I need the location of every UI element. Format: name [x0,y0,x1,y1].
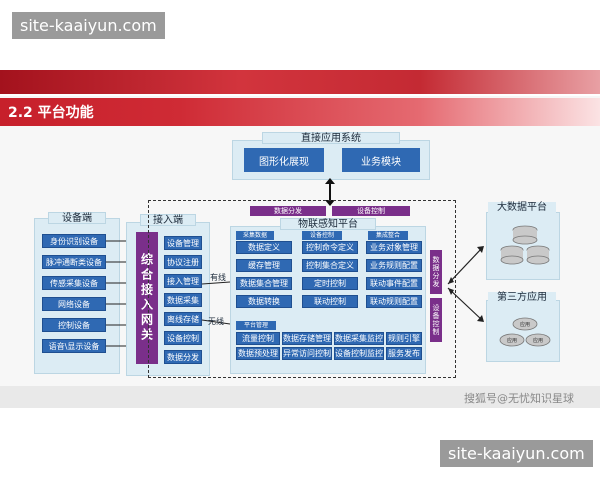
external-link-arrows-icon [447,246,484,322]
group1-item-3[interactable]: 数据转换 [236,295,292,308]
up-down-arrow-icon [325,178,335,206]
app-nodes-icon: 应用 应用 应用 [499,317,551,347]
wired-label: 有线 [210,273,226,282]
link-lines [201,281,231,325]
tab-data-dist-side[interactable]: 数据分发 [430,250,442,294]
access-item-data-collect[interactable]: 数据采集 [164,293,202,307]
group3-item-3[interactable]: 联动规则配置 [366,295,422,308]
mgmt-row2-2[interactable]: 设备控制监控 [334,347,384,360]
platform-mgmt-label: 平台管理 [236,321,276,330]
group3-item-1[interactable]: 业务规则配置 [366,259,422,272]
business-module-button[interactable]: 业务模块 [342,148,420,172]
watermark-bottom: site-kaaiyun.com [440,440,593,467]
wireless-label: 无线 [208,317,224,326]
third-party-title: 第三方应用 [488,292,556,304]
slide-footer-strip [0,386,600,408]
app-node-label: 应用 [520,321,530,328]
device-item-identity[interactable]: 身份识别设备 [42,234,106,248]
group3-item-2[interactable]: 联动事件配置 [366,277,422,290]
group1-item-2[interactable]: 数据集合管理 [236,277,292,290]
mgmt-row1-3[interactable]: 规则引擎 [386,332,422,345]
app-system-title: 直接应用系统 [262,132,400,144]
access-end-title: 接入端 [140,214,196,226]
device-item-control[interactable]: 控制设备 [42,318,106,332]
mgmt-row2-3[interactable]: 服务发布 [386,347,422,360]
section-title: 2.2 平台功能 [8,105,94,121]
group2-item-1[interactable]: 控制集合定义 [302,259,358,272]
database-icon [500,225,550,265]
tab-device-control-side[interactable]: 设备控制 [430,298,442,342]
access-item-device-mgmt[interactable]: 设备管理 [164,236,202,250]
header-band [0,70,600,94]
device-item-network[interactable]: 网络设备 [42,297,106,311]
app-node-label: 应用 [533,337,543,344]
mgmt-row1-0[interactable]: 流量控制 [236,332,280,345]
mgmt-row2-0[interactable]: 数据预处理 [236,347,280,360]
tab-data-dist-top[interactable]: 数据分发 [250,206,326,216]
device-item-pulse[interactable]: 脉冲通断类设备 [42,255,106,269]
device-end-title: 设备端 [48,212,106,224]
group2-item-0[interactable]: 控制命令定义 [302,241,358,254]
device-item-voice-display[interactable]: 语音\显示设备 [42,339,106,353]
access-item-protocol[interactable]: 协议注册 [164,255,202,269]
group-label-integration: 集成整合 [368,231,408,240]
group1-item-1[interactable]: 缓存管理 [236,259,292,272]
access-item-offline-store[interactable]: 离线存储 [164,312,202,326]
mgmt-row2-1[interactable]: 异常访问控制 [282,347,332,360]
access-item-access-mgmt[interactable]: 接入管理 [164,274,202,288]
access-item-data-dist[interactable]: 数据分发 [164,350,202,364]
group2-item-3[interactable]: 联动控制 [302,295,358,308]
device-item-sensor[interactable]: 传感采集设备 [42,276,106,290]
mgmt-row1-1[interactable]: 数据存储管理 [282,332,332,345]
group1-item-0[interactable]: 数据定义 [236,241,292,254]
group-label-control: 设备控制 [302,231,342,240]
graphic-display-button[interactable]: 图形化展现 [244,148,324,172]
integrated-gateway[interactable]: 综合接入网关 [136,232,158,364]
platform-boundary [148,200,456,378]
big-data-title: 大数据平台 [488,202,556,214]
source-credit: 搜狐号@无忧知识星球 [464,392,574,405]
group3-item-0[interactable]: 业务对象管理 [366,241,422,254]
group2-item-2[interactable]: 定时控制 [302,277,358,290]
access-item-device-control[interactable]: 设备控制 [164,331,202,345]
section-titlebar [0,98,600,126]
app-node-label: 应用 [507,337,517,344]
tab-device-control-top[interactable]: 设备控制 [332,206,410,216]
group-label-collect: 采集数据 [236,231,274,240]
iot-platform-title: 物联感知平台 [280,218,376,230]
watermark-top: site-kaaiyun.com [12,12,165,39]
mgmt-row1-2[interactable]: 数据采集监控 [334,332,384,345]
